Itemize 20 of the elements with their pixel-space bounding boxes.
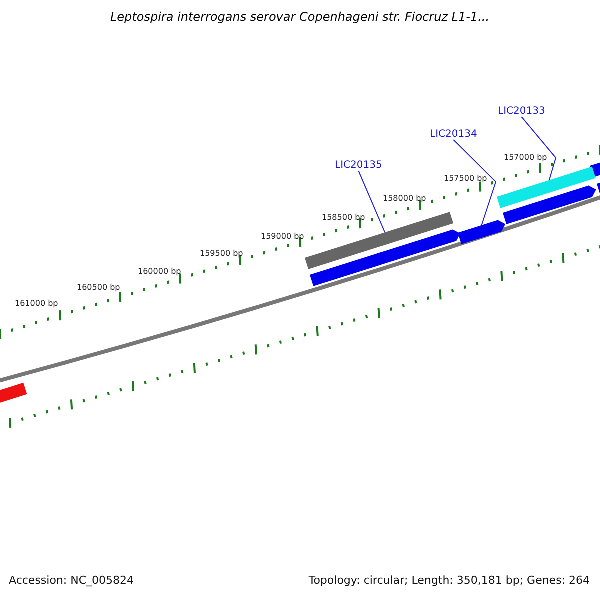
position-label: 158500 bp [322, 213, 366, 222]
position-label: 157000 bp [504, 153, 548, 162]
accession-label: Accession: NC_005824 [9, 574, 134, 587]
gene-label: LIC20134 [430, 129, 478, 140]
leader-line [453, 140, 497, 226]
gene-bar [458, 220, 506, 244]
leader-line [521, 116, 557, 181]
position-label: 160000 bp [138, 267, 182, 276]
position-label: 157500 bp [444, 174, 488, 183]
gene-bar [497, 166, 596, 208]
gene-bar [305, 212, 454, 270]
title: Leptospira interrogans serovar Copenhageni str. Fiocruz L1-1... [109, 10, 491, 24]
position-label: 161000 bp [15, 299, 58, 308]
gene-label: LIC20135 [335, 160, 382, 171]
position-label: 159500 bp [200, 249, 244, 258]
position-label: 158000 bp [383, 194, 426, 203]
gene-label: LIC20133 [498, 106, 546, 117]
position-label: 160500 bp [77, 283, 120, 292]
genome-stats: Topology: circular; Length: 350,181 bp; Genes: 264 [308, 574, 590, 587]
leader-line [358, 170, 386, 234]
